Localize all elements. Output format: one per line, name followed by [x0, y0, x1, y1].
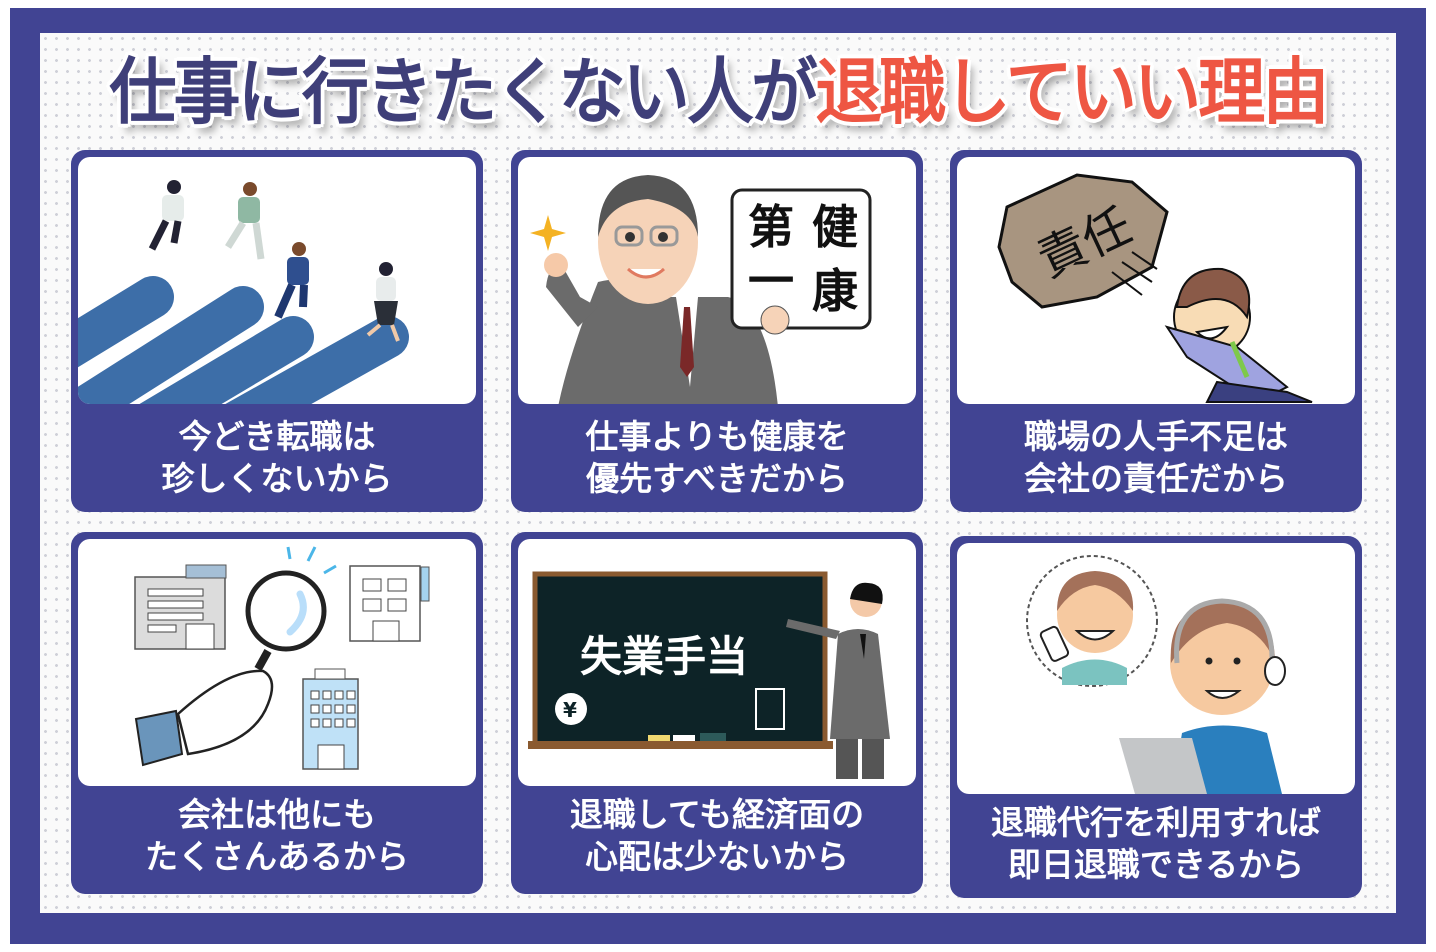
- reason-card-5: 失業手当 ¥ 退職しても経済面の 心配は少ないから: [511, 532, 923, 894]
- caption-line-1: 仕事よりも健康を: [585, 417, 849, 456]
- card-caption: 会社は他にも たくさんあるから: [71, 794, 483, 878]
- businessman-illustration: 第 一 健 康: [518, 157, 916, 404]
- caption-line-2: 心配は少ないから: [585, 837, 849, 876]
- page-title: 仕事に行きたくない人が退職していい理由: [50, 42, 1385, 142]
- health-first-sign: 第 一 健 康: [730, 188, 872, 335]
- caption-line-1: 退職しても経済面の: [569, 795, 865, 834]
- caption-line-2: たくさんあるから: [145, 837, 409, 876]
- reason-card-1: 今どき転職は 珍しくないから: [71, 150, 483, 512]
- card-caption: 仕事よりも健康を 優先すべきだから: [511, 416, 923, 500]
- phone-icon: [1039, 625, 1070, 662]
- caption-line-1: 職場の人手不足は: [1024, 417, 1288, 456]
- running-people-illustration: [78, 157, 476, 404]
- title-part2: 退職していい理由: [815, 50, 1329, 134]
- magnifier-icon: [245, 570, 327, 652]
- caption-line-2: 会社の責任だから: [1024, 459, 1288, 498]
- reason-card-2: 第 一 健 康 仕事よりも健康を 優先すべきだから: [511, 150, 923, 512]
- card-caption: 退職代行を利用すれば 即日退職できるから: [950, 802, 1362, 886]
- card-caption: 今どき転職は 珍しくないから: [71, 416, 483, 500]
- svg-text:一: 一: [748, 254, 794, 308]
- caption-line-2: 優先すべきだから: [586, 459, 848, 498]
- sparkle-icon: [530, 215, 566, 251]
- call-operator-illustration: [957, 543, 1355, 794]
- board-text: 失業手当: [580, 632, 748, 681]
- headset-icon: [1264, 656, 1286, 686]
- card-caption: 退職しても経済面の 心配は少ないから: [511, 794, 923, 878]
- caption-line-1: 今どき転職は: [178, 417, 376, 456]
- yen-icon: ¥: [563, 698, 577, 722]
- caption-line-2: 珍しくないから: [161, 459, 393, 498]
- company-search-illustration: [78, 539, 476, 786]
- caption-line-1: 会社は他にも: [178, 795, 376, 834]
- blackboard-illustration: 失業手当 ¥: [518, 539, 916, 786]
- reason-card-6: 退職代行を利用すれば 即日退職できるから: [950, 536, 1362, 898]
- runner-figures: [148, 180, 400, 342]
- svg-text:健: 健: [812, 200, 858, 254]
- laptop: [1119, 738, 1207, 794]
- caption-line-1: 退職代行を利用すれば: [991, 803, 1321, 842]
- svg-text:康: 康: [812, 264, 858, 318]
- reason-card-3: 責任 職場の人手不足は 会社の責任だから: [950, 150, 1362, 512]
- card-caption: 職場の人手不足は 会社の責任だから: [950, 416, 1362, 500]
- svg-text:第: 第: [748, 200, 794, 254]
- throwing-rock-illustration: 責任: [957, 157, 1355, 404]
- title-part1: 仕事に行きたくない人が: [109, 50, 818, 134]
- reason-card-4: 会社は他にも たくさんあるから: [71, 532, 483, 894]
- caption-line-2: 即日退職できるから: [1007, 845, 1305, 884]
